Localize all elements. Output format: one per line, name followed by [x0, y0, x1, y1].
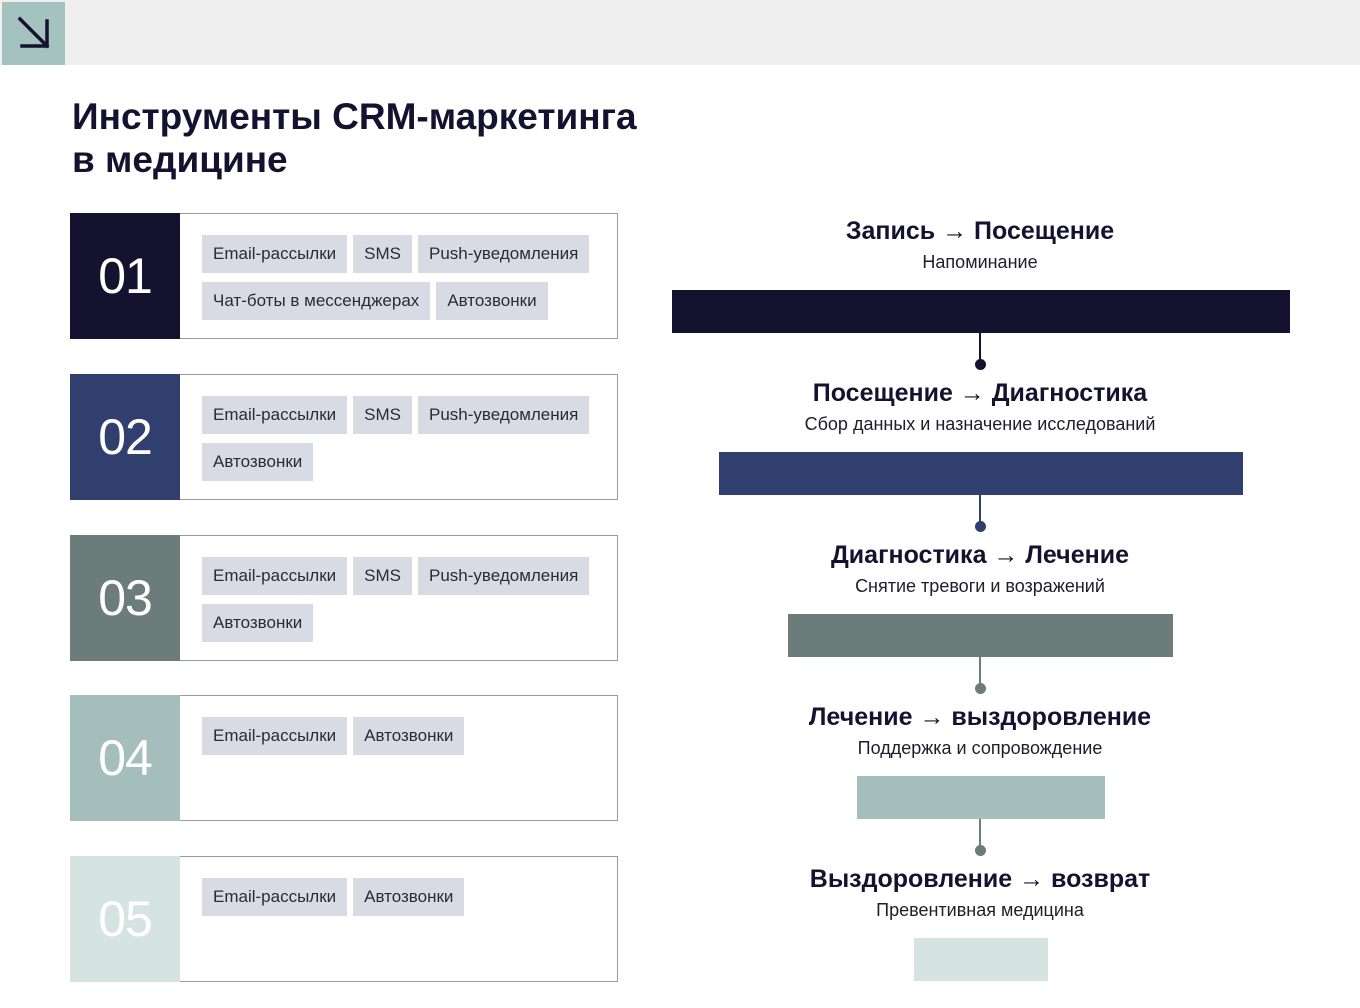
funnel-step-title: Выздоровление → возврат: [809, 865, 1151, 893]
funnel-connector-dot: [975, 683, 986, 694]
stage-number: 02: [70, 374, 180, 500]
funnel-connector-dot: [975, 359, 986, 370]
channel-chip: Email-рассылки: [202, 878, 348, 916]
funnel-connector: [979, 333, 981, 361]
channel-chip: Email-рассылки: [202, 235, 348, 273]
funnel-connector: [979, 495, 981, 523]
page-title-line-1: Инструменты CRM-маркетинга: [72, 96, 637, 137]
channel-chip: SMS: [353, 396, 412, 434]
channel-chip: Push-уведомления: [418, 557, 590, 595]
page-title: Инструменты CRM-маркетинга в медицине: [72, 95, 712, 181]
top-bar: [0, 0, 1360, 65]
funnel-bar-1: [672, 290, 1290, 333]
stage-number: 03: [70, 535, 180, 661]
page-title-line-2: в медицине: [72, 139, 288, 180]
funnel-step-subtitle: Снятие тревоги и возражений: [855, 576, 1105, 596]
channel-chip: SMS: [353, 557, 412, 595]
stage-number: 01: [70, 213, 180, 339]
channel-chip: Push-уведомления: [418, 396, 590, 434]
funnel-bar-4: [857, 776, 1105, 819]
funnel-step-subtitle: Превентивная медицина: [876, 900, 1084, 920]
funnel-bar-2: [719, 452, 1243, 495]
funnel-step-title: Посещение → Диагностика: [812, 379, 1148, 407]
funnel-step-subtitle: Сбор данных и назначение исследований: [804, 414, 1156, 434]
channel-chip: Автозвонки: [353, 878, 465, 916]
channel-chip: SMS: [353, 235, 412, 273]
channel-chip: Автозвонки: [353, 717, 465, 755]
funnel-step-title: Диагностика → Лечение: [831, 541, 1129, 569]
channel-chip: Чат-боты в мессенджерах: [202, 282, 431, 320]
stage-number: 04: [70, 695, 180, 821]
stage-number: 05: [70, 856, 180, 982]
funnel-step-title: Лечение → выздоровление: [808, 703, 1152, 731]
funnel-connector-dot: [975, 845, 986, 856]
channel-chip: Email-рассылки: [202, 717, 348, 755]
funnel-step-title: Запись → Посещение: [845, 217, 1115, 245]
funnel-step-subtitle: Поддержка и сопровождение: [857, 738, 1103, 758]
funnel-connector: [979, 657, 981, 685]
channel-chip: Автозвонки: [202, 443, 314, 481]
channel-chip: Автозвонки: [436, 282, 548, 320]
funnel-step-subtitle: Напоминание: [922, 252, 1038, 272]
funnel-connector-dot: [975, 521, 986, 532]
funnel-bar-3: [788, 614, 1173, 657]
funnel-connector: [979, 819, 981, 847]
channel-chip: Автозвонки: [202, 604, 314, 642]
channel-chip: Push-уведомления: [418, 235, 590, 273]
arrow-down-right-icon: [2, 2, 65, 65]
channel-chip: Email-рассылки: [202, 396, 348, 434]
funnel-bar-5: [914, 938, 1048, 981]
channel-chip: Email-рассылки: [202, 557, 348, 595]
